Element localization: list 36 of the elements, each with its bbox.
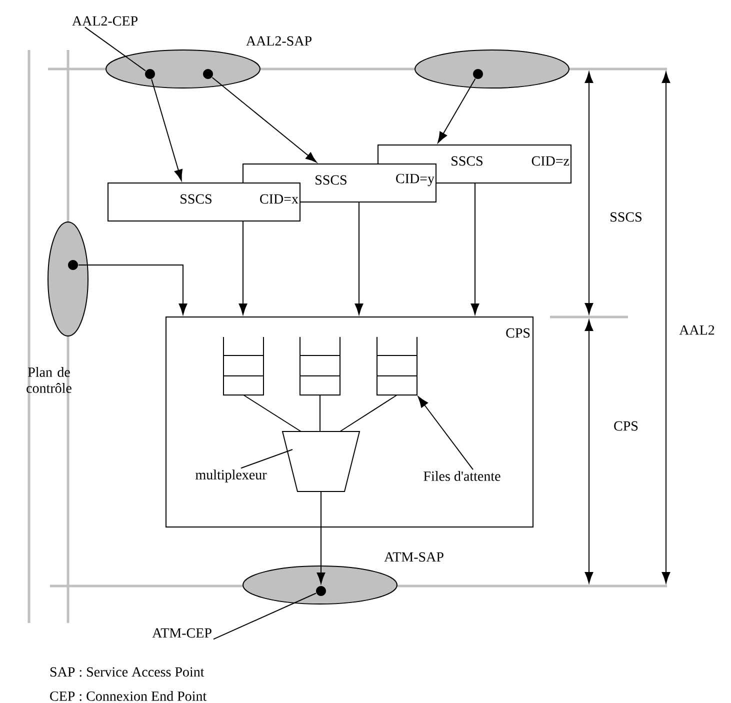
arrow [438, 78, 476, 144]
leader-line [240, 449, 293, 469]
text-label: AAL2 [679, 325, 714, 335]
endpoint-dot [203, 69, 213, 79]
endpoint-dot [68, 260, 78, 270]
arrow [151, 78, 182, 181]
arrow [78, 264, 188, 315]
text-label: CPS [614, 421, 638, 431]
endpoint-dot [316, 586, 326, 596]
access-point-ellipse [414, 50, 570, 88]
connector-line [340, 394, 398, 432]
arrow [470, 183, 480, 315]
text-label: ATM-CEP [152, 628, 212, 638]
endpoint-dot [473, 69, 483, 79]
connector-line [243, 394, 302, 432]
queue-drawing [376, 336, 418, 396]
queue-drawing [300, 336, 340, 396]
arrow [316, 491, 326, 584]
node-label: Plan de contrôle [26, 367, 72, 393]
text-label: CEP : Connexion End Point [50, 691, 207, 701]
node-label: AAL2-SAP [246, 36, 312, 46]
endpoint-dot [145, 69, 155, 79]
leader-line [212, 592, 316, 640]
text-label: SSCS [610, 212, 642, 222]
text-label: SAP : Service Access Point [50, 667, 204, 677]
text-label: AAL2-CEP [72, 16, 138, 26]
node-label: ATM-SAP [384, 552, 444, 562]
arrow [238, 221, 248, 315]
text-label: multiplexeur [196, 470, 267, 482]
arrow [212, 76, 317, 163]
leader-line [84, 26, 146, 72]
arrow [354, 202, 364, 315]
text-label: Files d'attente [424, 471, 500, 481]
queue-drawing [223, 336, 264, 396]
arrow [418, 396, 474, 470]
layer-box: SSCS CID=x [108, 182, 300, 222]
